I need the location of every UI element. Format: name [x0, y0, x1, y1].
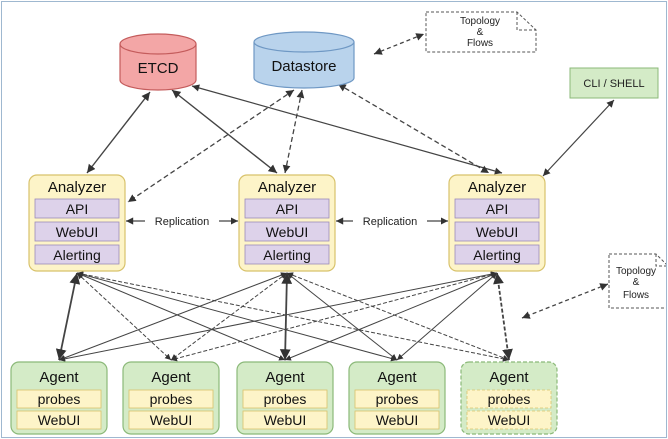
agent-probes-module[interactable]: probes	[242, 389, 328, 409]
agent-webui-module[interactable]: WebUI	[354, 410, 440, 430]
agent-module-label: WebUI	[38, 412, 81, 428]
analyzer-module-label: WebUI	[476, 224, 519, 240]
analyzer-api-module[interactable]: API	[454, 198, 540, 219]
agent-module-label: probes	[38, 391, 81, 407]
agent-webui-module[interactable]: WebUI	[128, 410, 214, 430]
note-top-line1: Topology	[460, 16, 500, 27]
analyzer-2-agent-3-link	[279, 272, 293, 361]
analyzer-title: Analyzer	[468, 179, 526, 196]
etcd-store[interactable]: ETCD	[119, 33, 197, 91]
analyzer-3-agent-5-link	[493, 272, 513, 361]
analyzer-webui-module[interactable]: WebUI	[454, 221, 540, 242]
analyzer-1-agent-5-link	[76, 271, 510, 362]
analyzer-module-label: Alerting	[53, 247, 100, 263]
agent-title: Agent	[377, 369, 417, 386]
agent-module-label: probes	[150, 391, 193, 407]
agent-module-label: probes	[264, 391, 307, 407]
etcd-analyzer-3-link	[191, 84, 503, 175]
note-right-line3: Flows	[623, 290, 649, 301]
agent-probes-module[interactable]: probes	[354, 389, 440, 409]
analyzer-alerting-module[interactable]: Alerting	[244, 244, 330, 265]
analyzer-3-agent-3-link	[284, 272, 498, 361]
datastore-analyzer-1-link	[127, 89, 295, 203]
datastore-store[interactable]: Datastore	[253, 31, 355, 89]
agent-module-label: probes	[488, 391, 531, 407]
agent-module-label: WebUI	[150, 412, 193, 428]
analyzer-2-agent-2-link	[170, 272, 288, 361]
note-top-line2: &	[477, 27, 484, 38]
datastore-analyzer-3-link	[337, 83, 490, 174]
cli-shell-label: CLI / SHELL	[583, 78, 644, 90]
analyzer-module-label: Alerting	[473, 247, 520, 263]
topology-flows-note-top[interactable]: Topology & Flows	[425, 11, 537, 53]
analyzer-title: Analyzer	[48, 179, 106, 196]
agent-probes-module[interactable]: probes	[16, 389, 102, 409]
replication-link-2: Replication	[353, 214, 427, 228]
analyzer-3-agent-2-link	[170, 271, 498, 362]
analyzer-module-label: WebUI	[56, 224, 99, 240]
agent-probes-module[interactable]: probes	[466, 389, 552, 409]
analyzer-alerting-module[interactable]: Alerting	[454, 244, 540, 265]
note-right-line1: Topology	[616, 266, 656, 277]
agent-webui-module[interactable]: WebUI	[16, 410, 102, 430]
analyzer-api-module[interactable]: API	[244, 198, 330, 219]
agent-title: Agent	[39, 369, 79, 386]
analyzer-webui-module[interactable]: WebUI	[244, 221, 330, 242]
cli-shell-box[interactable]: CLI / SHELL	[569, 67, 659, 99]
agent-webui-module[interactable]: WebUI	[466, 410, 552, 430]
connection-lines	[55, 33, 615, 362]
agent-module-label: WebUI	[488, 412, 531, 428]
agent-probes-module[interactable]: probes	[128, 389, 214, 409]
analyzer-webui-module[interactable]: WebUI	[34, 221, 120, 242]
datastore-analyzer-2-link	[282, 89, 305, 174]
replication-label-2: Replication	[363, 216, 417, 228]
replication-link-1: Replication	[145, 214, 219, 228]
agent-webui-module[interactable]: WebUI	[242, 410, 328, 430]
analyzer-module-label: API	[66, 201, 89, 217]
note-top-line3: Flows	[467, 38, 493, 49]
etcd-analyzer-2-link	[171, 89, 278, 174]
note-right-line2: &	[633, 277, 640, 288]
agent-module-label: WebUI	[264, 412, 307, 428]
agent-title: Agent	[489, 369, 529, 386]
etcd-analyzer-1-link	[86, 91, 151, 174]
analyzer-3-agent-4-link	[396, 272, 498, 361]
topology-flows-note-right[interactable]: Topology & Flows	[608, 253, 666, 309]
agent-module-label: WebUI	[376, 412, 419, 428]
etcd-label: ETCD	[138, 60, 179, 77]
analyzer-alerting-module[interactable]: Alerting	[34, 244, 120, 265]
analyzer-title: Analyzer	[258, 179, 316, 196]
analyzer-2-agent-5-link	[286, 272, 510, 361]
agent-module-label: probes	[376, 391, 419, 407]
analyzer-module-label: API	[486, 201, 509, 217]
cli-analyzer-link	[542, 99, 615, 177]
replication-label-1: Replication	[155, 216, 209, 228]
datastore-note-link	[373, 33, 425, 55]
agent-title: Agent	[151, 369, 191, 386]
analyzer-module-label: WebUI	[266, 224, 309, 240]
agent-note-link	[521, 283, 609, 319]
analyzer-2-agent-4-link	[286, 272, 398, 361]
analyzer-module-label: API	[276, 201, 299, 217]
analyzer-1-agent-1-link	[55, 272, 81, 361]
analyzer-module-label: Alerting	[263, 247, 310, 263]
agent-title: Agent	[265, 369, 305, 386]
datastore-label: Datastore	[271, 58, 336, 75]
analyzer-api-module[interactable]: API	[34, 198, 120, 219]
